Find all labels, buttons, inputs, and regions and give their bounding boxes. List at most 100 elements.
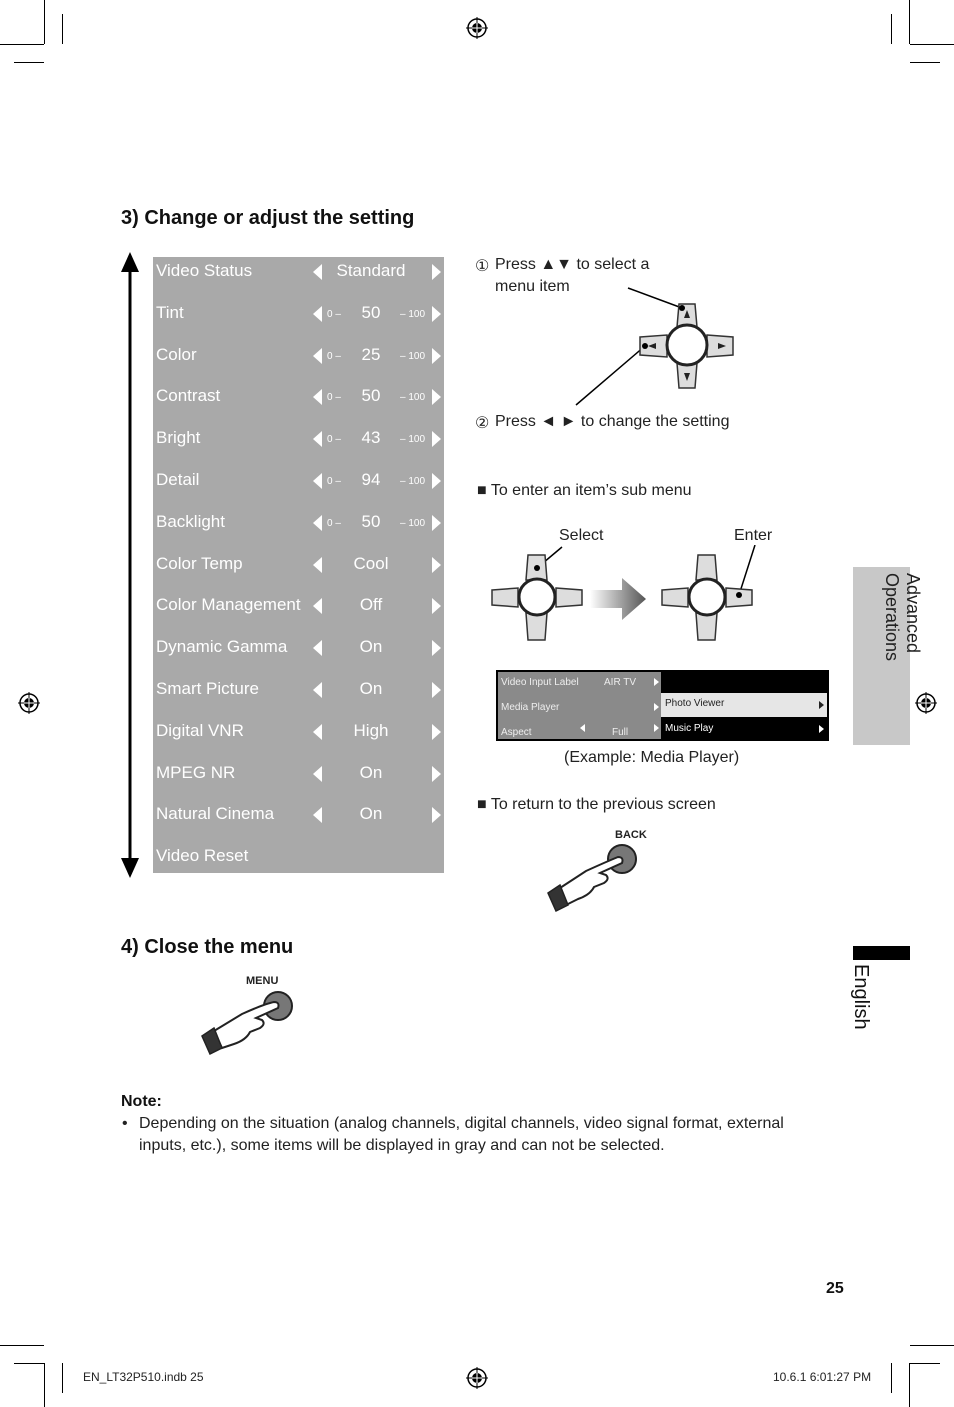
crop-mark (44, 1363, 45, 1407)
right-arrow-icon (654, 703, 659, 711)
menu-row-max: – 100 (400, 517, 426, 529)
crop-mark (891, 1363, 892, 1393)
left-arrow-icon[interactable] (313, 682, 322, 698)
right-arrow-icon[interactable] (432, 598, 441, 615)
directional-pad-icon (575, 287, 734, 406)
crosshair-registration-icon (18, 692, 40, 714)
left-arrow-icon[interactable] (313, 305, 322, 322)
menu-row[interactable]: Bright 43 0 – – 100 (153, 424, 444, 466)
right-arrow-icon[interactable] (432, 264, 441, 280)
arrow-right-icon (590, 578, 646, 620)
menu-row-max: – 100 (400, 434, 426, 446)
right-arrow-icon[interactable] (432, 640, 441, 657)
right-arrow-icon[interactable] (432, 723, 441, 740)
up-down-arrow-icon (121, 252, 139, 878)
left-arrow-icon[interactable] (313, 347, 322, 364)
menu-row-value: High (353, 720, 389, 740)
example-row-value: AIR TV (604, 677, 637, 688)
menu-row-max: – 100 (400, 308, 426, 320)
crosshair-registration-icon (466, 1367, 488, 1389)
right-arrow-icon[interactable] (432, 556, 441, 573)
right-arrow-icon[interactable] (432, 305, 441, 322)
right-arrow-icon[interactable] (432, 473, 441, 489)
select-label: Select (559, 527, 604, 544)
crop-mark (909, 0, 910, 44)
left-arrow-icon[interactable] (313, 264, 322, 280)
menu-row-label: Detail (156, 470, 200, 489)
submenu-heading: ■ To enter an item’s sub menu (477, 482, 692, 499)
menu-row[interactable]: Color Temp Cool (153, 550, 444, 592)
menu-row-min: 0 – (327, 308, 341, 320)
right-arrow-icon[interactable] (432, 431, 441, 448)
right-arrow-icon[interactable] (432, 347, 441, 364)
crop-mark (910, 1345, 954, 1346)
example-submenu-highlight (661, 693, 827, 717)
menu-row-label: Color Temp (156, 553, 243, 573)
right-arrow-icon[interactable] (432, 389, 441, 406)
side-tab-label: Advanced Operations (882, 573, 923, 662)
menu-row[interactable]: Video Reset (153, 842, 444, 884)
left-arrow-icon (580, 724, 585, 732)
menu-row-value: On (359, 679, 383, 698)
crop-mark (62, 14, 63, 44)
menu-row-value: 43 (361, 428, 381, 448)
crop-mark (909, 1363, 910, 1407)
note-line-1: Depending on the situation (analog chann… (139, 1115, 784, 1132)
pointing-hand-icon (201, 991, 293, 1056)
crosshair-registration-icon (466, 17, 488, 39)
crop-mark (44, 0, 45, 44)
menu-row-label: Tint (156, 302, 184, 322)
left-arrow-icon[interactable] (313, 723, 322, 740)
menu-row-value: 25 (361, 344, 381, 364)
menu-row-value: 50 (361, 386, 381, 406)
right-arrow-icon[interactable] (432, 514, 441, 531)
example-submenu: Photo Viewer Music Play (661, 672, 827, 739)
right-arrow-icon[interactable] (432, 682, 441, 698)
left-arrow-icon[interactable] (313, 765, 322, 782)
side-tab-advanced-operations: Advanced Operations (853, 567, 923, 745)
menu-row-label: Bright (156, 428, 201, 448)
menu-row-min: 0 – (327, 517, 341, 529)
left-arrow-icon[interactable] (313, 556, 322, 573)
enter-label: Enter (734, 527, 773, 544)
left-arrow-icon[interactable] (313, 640, 322, 657)
menu-row-min: 0 – (327, 350, 341, 362)
left-arrow-icon[interactable] (313, 598, 322, 615)
left-arrow-icon[interactable] (313, 389, 322, 406)
menu-button-label: MENU (246, 975, 279, 987)
left-arrow-icon[interactable] (313, 431, 322, 448)
right-arrow-icon[interactable] (432, 765, 441, 782)
left-arrow-icon[interactable] (313, 807, 322, 824)
example-left-menu: Video Input Label AIR TV Media Player As… (498, 672, 661, 739)
note-heading: Note: (121, 1093, 162, 1110)
crop-mark (910, 44, 954, 45)
menu-row-value: Off (359, 595, 383, 615)
footer-file-info: EN_LT32P510.indb 25 (83, 1370, 204, 1384)
menu-row-value: 50 (361, 302, 381, 322)
menu-row-value: 94 (361, 470, 381, 489)
menu-row-value: Cool (353, 553, 389, 573)
step-1-text: Press ▲▼ to select a (495, 256, 650, 273)
crosshair-registration-icon (915, 692, 937, 714)
menu-row-label: Digital VNR (156, 720, 244, 740)
menu-row-label: Backlight (156, 511, 225, 531)
menu-row-min: 0 – (327, 434, 341, 446)
left-arrow-icon[interactable] (313, 473, 322, 489)
menu-row[interactable]: Tint 50 0 – – 100 (153, 299, 444, 341)
directional-pad-icon (491, 546, 583, 641)
menu-row-label: Dynamic Gamma (156, 637, 288, 657)
menu-row[interactable]: Digital VNR High (153, 717, 444, 759)
right-arrow-icon[interactable] (432, 807, 441, 824)
left-arrow-icon[interactable] (313, 514, 322, 531)
